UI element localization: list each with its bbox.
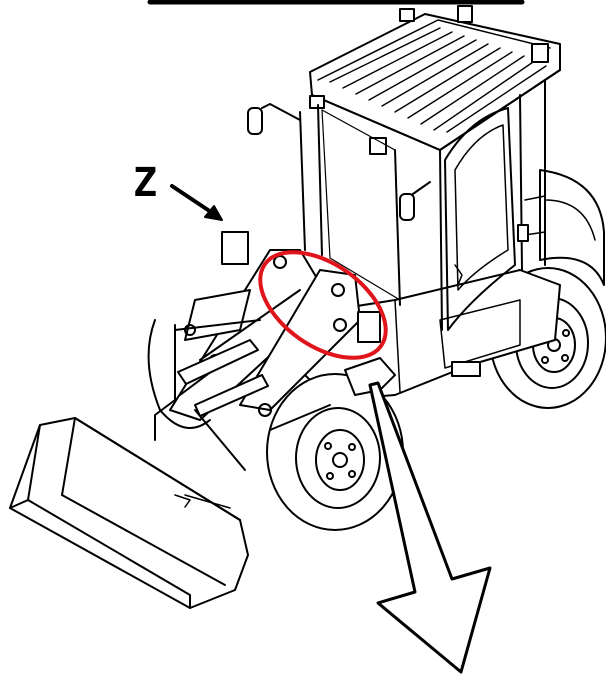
large-outline-arrow-icon	[368, 381, 492, 674]
highlight-ellipse	[258, 250, 388, 360]
front-wheel	[266, 373, 404, 531]
rear-fender	[539, 169, 605, 286]
cab-door	[444, 107, 516, 331]
cab	[247, 5, 561, 331]
hitch-plate	[344, 357, 396, 396]
label-z: Z	[133, 160, 158, 206]
arrow-pointer-icon	[170, 184, 223, 221]
bucket	[9, 417, 249, 609]
